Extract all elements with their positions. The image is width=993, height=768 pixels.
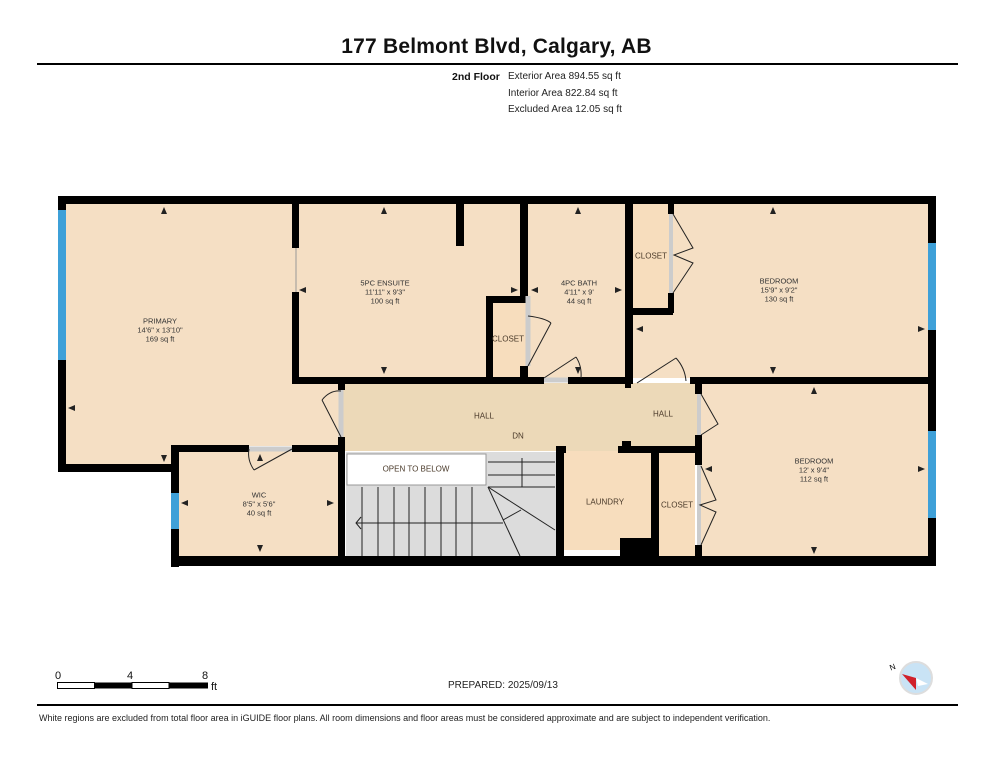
scale-bar	[57, 682, 208, 689]
label-closet-ensuite: CLOSET	[491, 334, 525, 344]
room-area: 40 sq ft	[246, 508, 272, 518]
room-name: BEDROOM	[794, 456, 834, 466]
room-label-ensuite: 5PC ENSUITE 11'11" x 9'3" 100 sq ft	[360, 279, 409, 306]
page-title: 177 Belmont Blvd, Calgary, AB	[341, 35, 652, 58]
label-closet-bedroom1: CLOSET	[634, 251, 668, 261]
room-dims: 12' x 9'4"	[798, 465, 830, 475]
label-open-to-below: OPEN TO BELOW	[382, 464, 450, 474]
open-to-below-area	[346, 453, 487, 486]
doors	[248, 213, 719, 546]
room-bedroom-1	[630, 204, 934, 378]
compass-north-label: N	[888, 662, 897, 673]
room-laundry	[563, 451, 652, 550]
exterior-area: Exterior Area 894.55 sq ft	[508, 71, 621, 82]
compass-icon: N	[888, 661, 933, 695]
walls	[58, 196, 936, 567]
label-closet-bedroom2: CLOSET	[660, 500, 694, 510]
scale-tick-8: 8	[202, 670, 209, 682]
excluded-area: Excluded Area 12.05 sq ft	[508, 104, 622, 115]
room-closet-ensuite	[490, 300, 526, 378]
room-closet-bedroom1	[633, 204, 671, 311]
room-area: 44 sq ft	[566, 296, 592, 306]
prepared-date: PREPARED: 2025/09/13	[448, 680, 558, 691]
room-area: 112 sq ft	[799, 474, 829, 484]
room-dims: 8'5" x 5'6"	[242, 499, 276, 509]
room-label-bedroom-2: BEDROOM 12' x 9'4" 112 sq ft	[795, 457, 834, 484]
window-bedroom-2	[928, 431, 936, 518]
label-laundry: LAUNDRY	[585, 497, 625, 507]
room-area: 130 sq ft	[764, 294, 794, 304]
window-bedroom-1	[928, 243, 936, 330]
room-name: 5PC ENSUITE	[360, 278, 410, 288]
header-divider	[37, 63, 958, 65]
footer-divider	[37, 704, 958, 706]
room-closet-bedroom2	[657, 452, 695, 559]
floor-label: 2nd Floor	[452, 71, 500, 83]
room-dims: 11'11" x 9'3"	[364, 287, 406, 297]
label-hall: HALL	[473, 411, 495, 421]
room-name: 4PC BATH	[560, 278, 598, 288]
scale-unit: ft	[211, 681, 218, 693]
window-wic	[171, 493, 179, 529]
scale-tick-0: 0	[55, 670, 62, 682]
room-name: BEDROOM	[759, 276, 799, 286]
room-primary	[65, 204, 342, 466]
window-primary	[58, 210, 66, 360]
room-area: 100 sq ft	[370, 296, 400, 306]
stair-treads	[355, 458, 556, 557]
room-dims: 15'9" x 9'2"	[760, 285, 798, 295]
room-bath	[526, 204, 630, 378]
room-hall-small	[627, 383, 699, 447]
room-hall	[342, 383, 627, 451]
label-hall-small: HALL	[652, 409, 674, 419]
room-dims: 14'6" x 13'10"	[137, 325, 183, 335]
room-area: 169 sq ft	[145, 334, 175, 344]
room-fills	[65, 204, 934, 559]
dimension-markers	[68, 207, 925, 554]
interior-area: Interior Area 822.84 sq ft	[508, 88, 618, 99]
scale-tick-4: 4	[127, 670, 134, 682]
room-label-primary: PRIMARY 14'6" x 13'10" 169 sq ft	[137, 317, 182, 344]
room-dims: 4'11" x 9'	[564, 287, 594, 297]
label-hall-dn: DN	[512, 431, 524, 441]
disclaimer: White regions are excluded from total fl…	[39, 713, 771, 723]
room-label-bedroom-1: BEDROOM 15'9" x 9'2" 130 sq ft	[760, 277, 799, 304]
room-bedroom-2	[699, 383, 934, 559]
windows	[58, 210, 936, 529]
room-name: WIC	[251, 490, 267, 500]
room-label-wic: WIC 8'5" x 5'6" 40 sq ft	[243, 491, 276, 518]
room-label-bath: 4PC BATH 4'11" x 9' 44 sq ft	[561, 279, 597, 306]
room-name: PRIMARY	[142, 316, 178, 326]
